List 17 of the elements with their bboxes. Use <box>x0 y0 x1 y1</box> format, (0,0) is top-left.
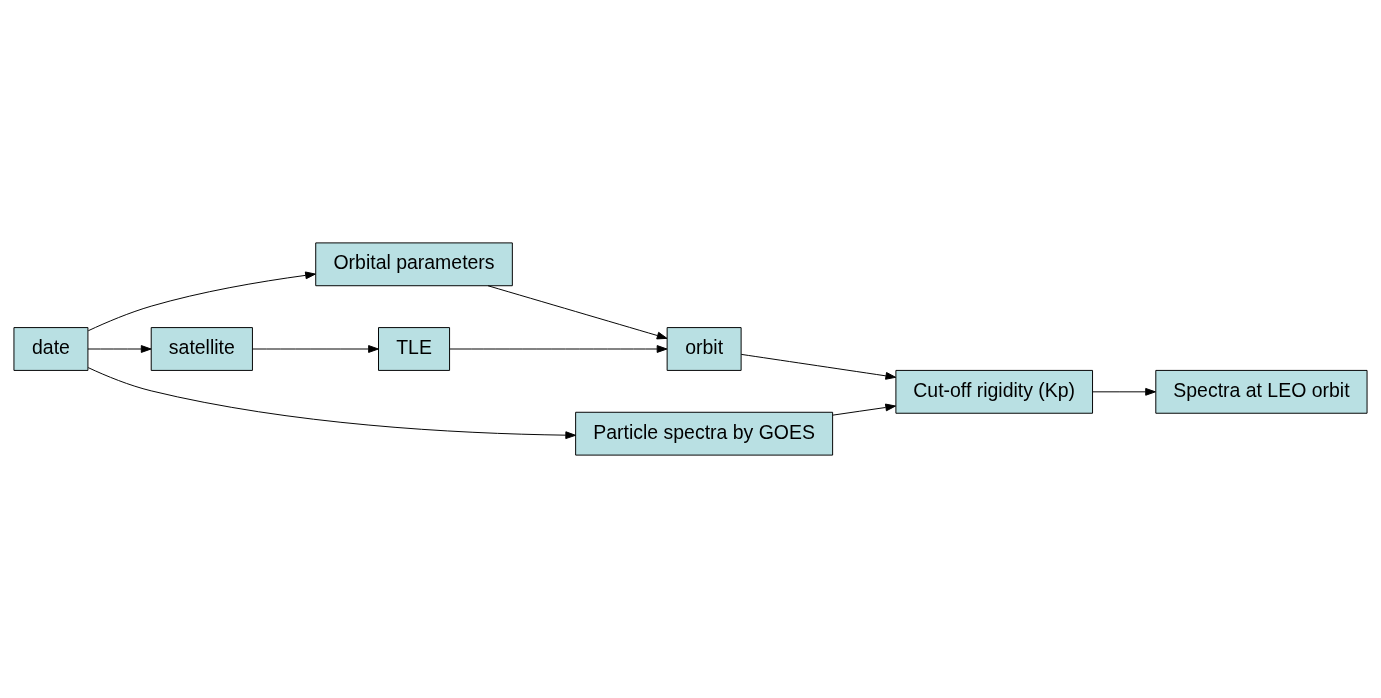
arrow <box>449 345 668 353</box>
arrow <box>487 285 668 340</box>
node-box: TLE <box>378 327 451 371</box>
arrow <box>87 367 577 440</box>
arrow <box>252 345 379 353</box>
arrow <box>1092 387 1156 396</box>
arrow <box>832 403 897 416</box>
arrow <box>740 353 897 380</box>
node-box: date <box>13 327 89 371</box>
arrow <box>87 345 152 353</box>
node-box: Spectra at LEO orbit <box>1155 369 1368 414</box>
node-box: satellite <box>150 327 253 371</box>
arrow <box>87 271 316 332</box>
node-box: Cut-off rigidity (Kp) <box>895 369 1094 414</box>
node-box: Orbital parameters <box>315 242 513 287</box>
node-box: Particle spectra by GOES <box>575 411 834 456</box>
node-box: orbit <box>666 327 742 371</box>
